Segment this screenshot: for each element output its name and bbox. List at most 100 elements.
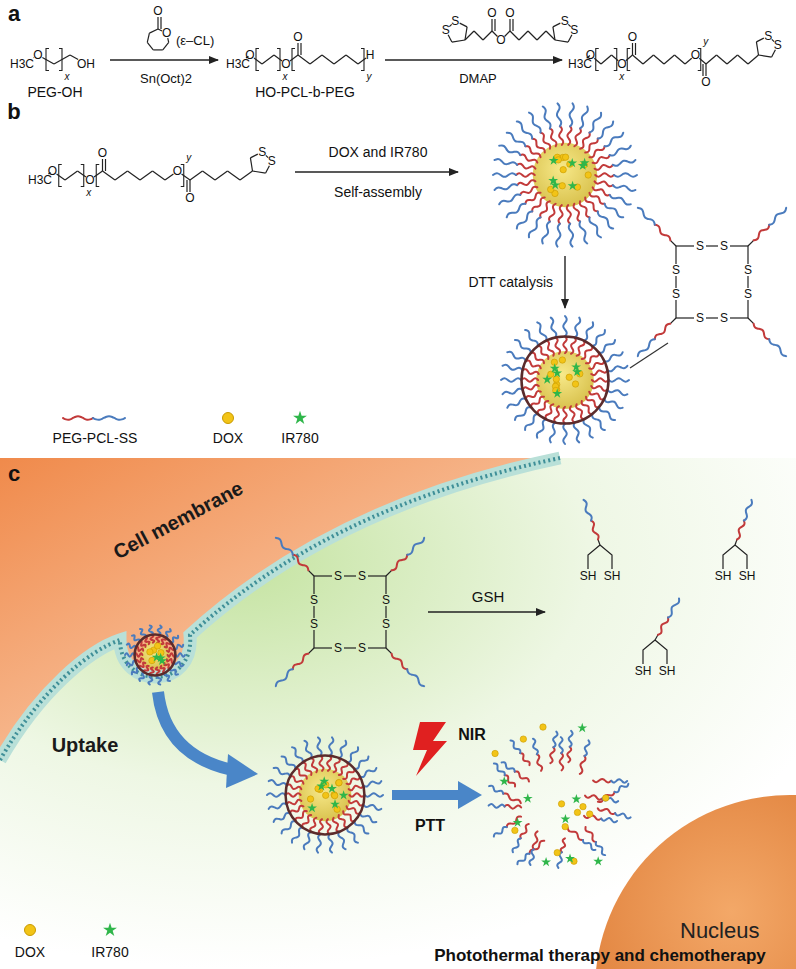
atom-label: O xyxy=(281,58,290,70)
polymer-chain xyxy=(327,819,331,834)
polymer-chain xyxy=(526,361,541,369)
polymer-chain xyxy=(580,107,588,129)
polymer-chain xyxy=(585,795,602,799)
dox-dot xyxy=(336,780,342,786)
polymer-chain xyxy=(139,673,145,681)
bond xyxy=(189,180,190,192)
ir780-star xyxy=(307,803,317,812)
polymer-chain xyxy=(557,103,561,126)
polymer-chain xyxy=(347,747,358,762)
bond xyxy=(643,640,655,664)
bond xyxy=(756,42,758,55)
polymer-chain xyxy=(538,346,548,359)
bond xyxy=(290,55,298,61)
polymer-chain xyxy=(563,407,566,424)
ptt-arrow xyxy=(392,790,462,800)
polymer-chain xyxy=(589,146,604,157)
atom-label: S xyxy=(570,24,578,36)
bracket xyxy=(361,49,364,71)
polymer-chain xyxy=(274,768,290,777)
polymer-chain xyxy=(311,758,317,772)
subscript: y xyxy=(367,72,372,82)
ir780-star xyxy=(316,781,326,790)
dox-dot xyxy=(520,736,526,742)
dox-dot xyxy=(558,801,564,807)
panel-letter: a xyxy=(8,3,20,25)
polymer-chain xyxy=(583,840,595,850)
bond xyxy=(115,171,128,180)
ir780-star xyxy=(549,155,559,164)
polymer-chain xyxy=(165,629,171,637)
polymer-chain xyxy=(515,340,531,353)
atom-label: O xyxy=(701,76,710,88)
ir780-star xyxy=(541,857,551,866)
bond xyxy=(158,29,162,31)
polymer-chain xyxy=(607,390,627,396)
bracket xyxy=(81,165,84,187)
atom-label: S xyxy=(382,594,390,606)
polymer-chain xyxy=(349,786,364,791)
polymer-chain xyxy=(523,385,539,390)
polymer-chain xyxy=(609,378,629,381)
bond xyxy=(368,575,386,576)
bond xyxy=(510,31,519,40)
polymer-chain xyxy=(546,341,554,356)
subscript: x xyxy=(86,188,91,198)
polymer-chain xyxy=(360,813,376,822)
bond xyxy=(322,55,334,64)
polymer-chain xyxy=(591,521,598,540)
ir780-star xyxy=(577,723,587,732)
bond xyxy=(165,174,173,180)
ir780-star xyxy=(550,363,560,372)
bond xyxy=(153,171,166,180)
bond xyxy=(313,630,314,648)
polymer-chain xyxy=(158,625,162,634)
polymer-chain xyxy=(575,318,581,338)
bond xyxy=(491,19,492,31)
atom-label: S xyxy=(310,618,318,630)
ir780-star xyxy=(571,362,581,371)
polymer-chain xyxy=(668,598,679,617)
polymer-chain xyxy=(520,187,537,195)
compound-name: PEG-OH xyxy=(27,85,82,99)
bond xyxy=(94,171,102,177)
reaction-arrow xyxy=(564,256,565,308)
polymer-chain xyxy=(507,204,526,218)
process-label: DOX and IR780 xyxy=(329,145,428,159)
ir780-star xyxy=(567,158,577,167)
reagent-label: (ε–CL) xyxy=(176,34,214,47)
polymer-chain xyxy=(605,133,624,147)
crosslinked-shell xyxy=(521,336,608,423)
bond xyxy=(346,55,358,64)
atom-label: S xyxy=(720,312,728,324)
nucleus-outline xyxy=(595,795,796,969)
nir-lightning xyxy=(413,722,447,776)
panel-letter: b xyxy=(7,101,20,123)
ir780-star xyxy=(568,181,578,190)
polymer-chain xyxy=(292,827,303,842)
polymer-chain xyxy=(604,352,622,361)
polymer-chain xyxy=(589,361,604,369)
bond xyxy=(494,19,495,31)
bond xyxy=(706,245,718,246)
polymer-chain xyxy=(543,107,551,129)
polymer-chain xyxy=(571,338,576,354)
polymer-chain xyxy=(737,521,744,540)
polymer-chain xyxy=(525,330,538,346)
reaction-arrow xyxy=(385,59,562,60)
polymer-chain xyxy=(520,155,537,163)
bond xyxy=(163,42,169,49)
atom-label: S xyxy=(774,39,782,51)
dox-dot xyxy=(559,357,565,363)
dox-dot xyxy=(562,154,568,160)
polymer-chain xyxy=(592,378,609,381)
polymer-chain xyxy=(290,806,303,814)
legend-text: IR780 xyxy=(281,431,318,445)
polymer-chain xyxy=(579,222,587,244)
bond xyxy=(632,43,633,55)
polymer-chain xyxy=(614,173,637,176)
bond xyxy=(519,31,528,40)
atom-label: O xyxy=(617,58,626,70)
dox-dot xyxy=(585,172,591,178)
panel-letter: c xyxy=(8,463,20,485)
